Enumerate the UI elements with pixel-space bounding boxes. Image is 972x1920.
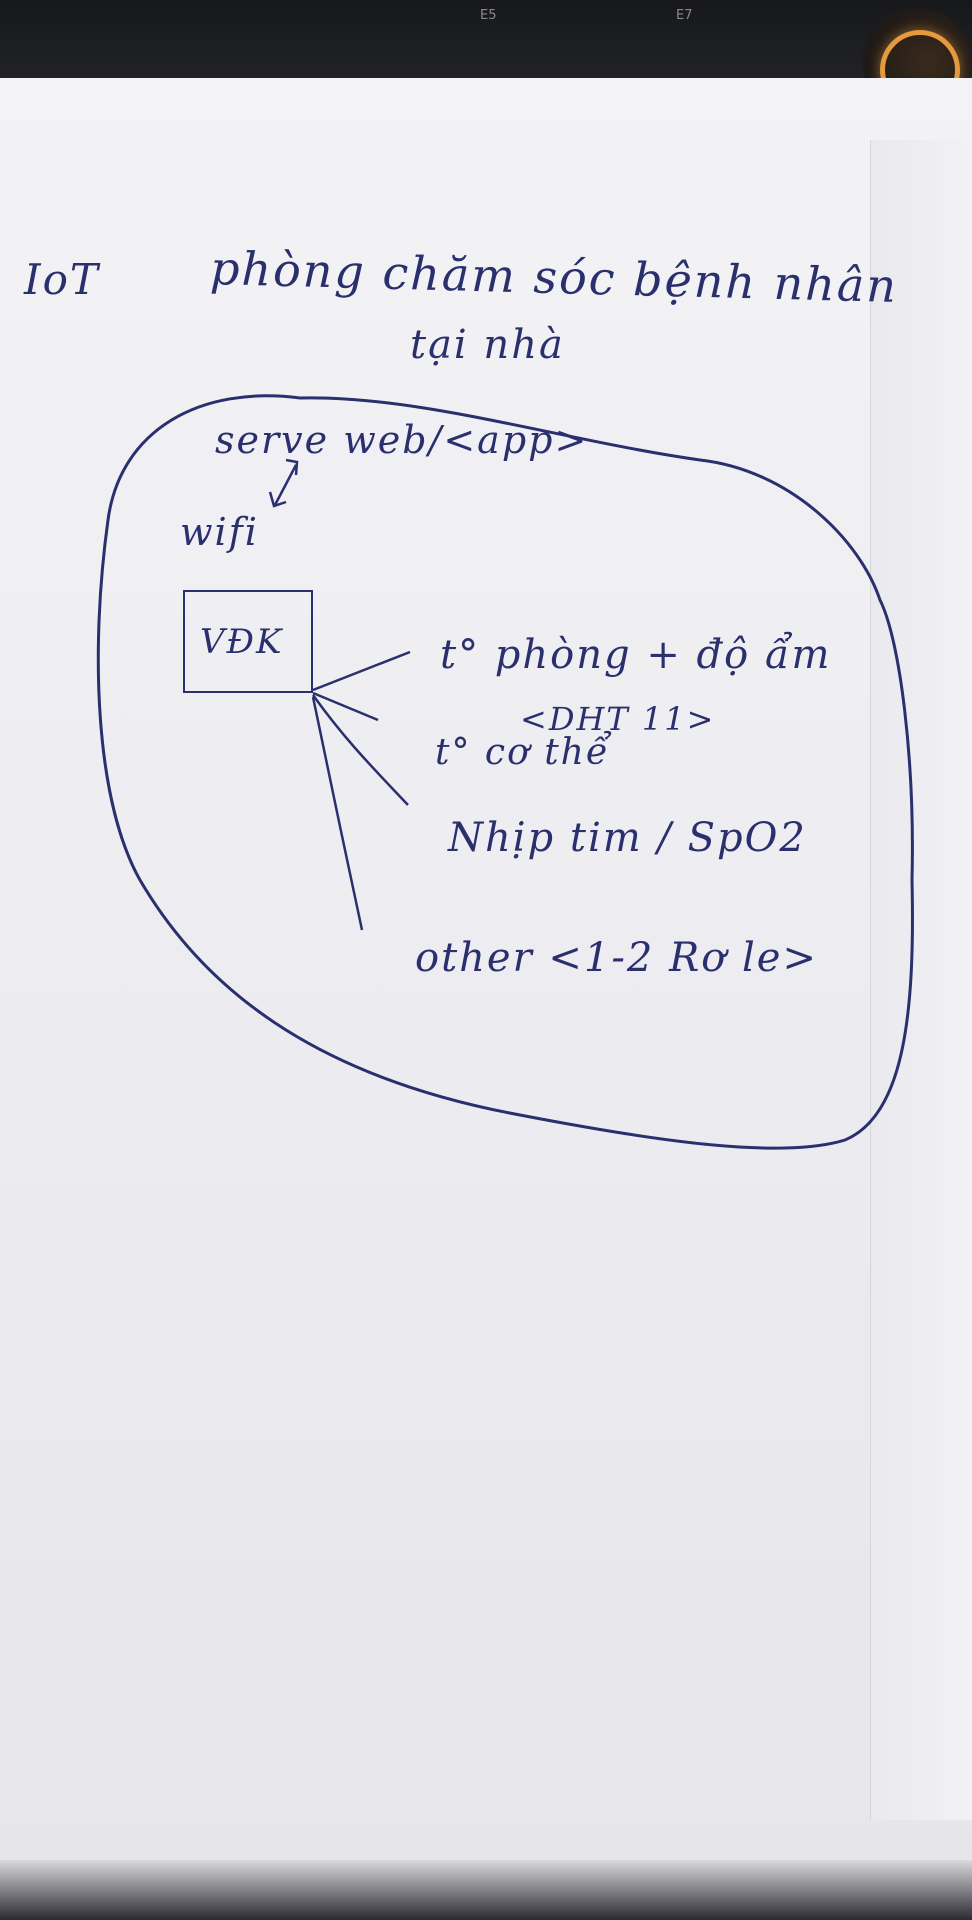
- key-label-e5: E5: [480, 8, 497, 23]
- paper-bottom-shadow: [0, 1860, 972, 1920]
- server-wifi-arrow: [273, 464, 298, 506]
- sensor-heart-rate-spo2: Nhịp tim / SpO2: [448, 815, 807, 861]
- sensor-dht11-label: <DHT 11>: [520, 700, 716, 738]
- title-iot: IoT: [24, 255, 100, 304]
- title-subline: tại nhà: [410, 322, 565, 368]
- mcu-label: VĐK: [200, 622, 284, 662]
- link-other: [311, 696, 364, 931]
- link-body-temp: [312, 691, 379, 722]
- system-boundary-loop: [96, 394, 914, 1150]
- sensor-other-relays: other <1-2 Rơ le>: [415, 935, 818, 981]
- paper-sheet: [0, 78, 972, 1920]
- sensor-body-temp: t° cơ thể: [435, 732, 610, 773]
- link-heart-rate: [311, 694, 409, 806]
- server-label: serve web/<app>: [215, 418, 589, 462]
- wifi-label: wifi: [180, 510, 259, 554]
- key-label-e7: E7: [676, 8, 693, 23]
- paper-fold: [870, 140, 972, 1820]
- link-room-temp: [312, 650, 411, 692]
- mcu-box: [183, 590, 313, 693]
- arrow-head-down: [268, 491, 287, 508]
- arrow-head-up: [285, 458, 299, 476]
- sensor-room-temp-humidity: t° phòng + độ ẩm: [440, 632, 832, 678]
